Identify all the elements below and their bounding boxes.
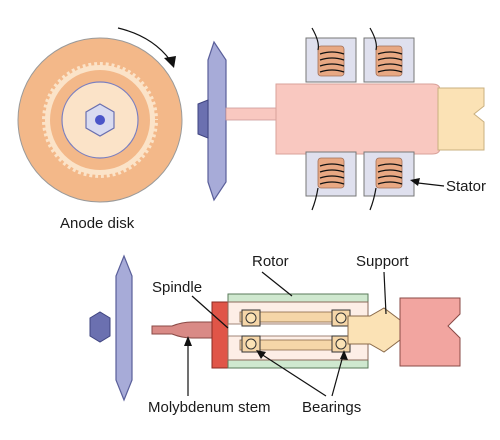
- molybdenum-stem-label: Molybdenum stem: [148, 399, 271, 416]
- rotation-arrow: [117, 27, 176, 68]
- spindle-label-group: Spindle: [152, 279, 229, 329]
- stator-coil: [317, 45, 345, 77]
- anode-disk-front-view: [17, 37, 183, 203]
- rotor-label-group: Rotor: [252, 253, 293, 297]
- anode-side-view: [197, 40, 277, 202]
- anode-nut-side: [197, 99, 209, 139]
- spindle-label: Spindle: [152, 279, 202, 296]
- molybdenum-stem: [151, 321, 213, 339]
- support-label-group: Support: [356, 253, 409, 315]
- support-assembly: [347, 297, 461, 367]
- rotor-top: [275, 83, 485, 155]
- rotor-red-end: [211, 301, 229, 369]
- support-label: Support: [356, 253, 409, 270]
- support-block: [399, 297, 461, 367]
- hex-nut-icon: [89, 311, 111, 343]
- stator-label-group: Stator: [410, 178, 486, 195]
- coil-windings: [311, 27, 403, 211]
- rotor-body: [275, 83, 441, 155]
- stator-label: Stator: [446, 178, 486, 195]
- rotor-outer-top: [227, 293, 369, 303]
- bearing-balls: [241, 309, 351, 353]
- anode-disk-edge-bottom: [115, 254, 133, 402]
- bearing-ball: [245, 312, 257, 324]
- rotor-support-top: [437, 87, 485, 151]
- anode-disk-label: Anode disk: [60, 215, 135, 232]
- axle-center: [95, 115, 105, 125]
- bearing-ball: [335, 312, 347, 324]
- rotor-outer-bottom: [227, 359, 369, 369]
- anode-disk-edge: [207, 40, 227, 202]
- bearing-ball: [335, 338, 347, 350]
- rotor-label: Rotor: [252, 253, 289, 270]
- bearings-label: Bearings: [302, 399, 361, 416]
- molybdenum-stem-label-group: Molybdenum stem: [148, 336, 271, 416]
- stator-coil: [375, 157, 403, 189]
- rotor-assembly: [211, 293, 369, 369]
- bearing-ball: [245, 338, 257, 350]
- bearings-label-group: Bearings: [256, 350, 361, 416]
- stator-coil: [375, 45, 403, 77]
- stator-top: [305, 27, 415, 211]
- anode-side-view-bottom: [89, 254, 133, 402]
- stem-body: [151, 321, 213, 339]
- stator-coil: [317, 157, 345, 189]
- anode-stem: [225, 107, 277, 121]
